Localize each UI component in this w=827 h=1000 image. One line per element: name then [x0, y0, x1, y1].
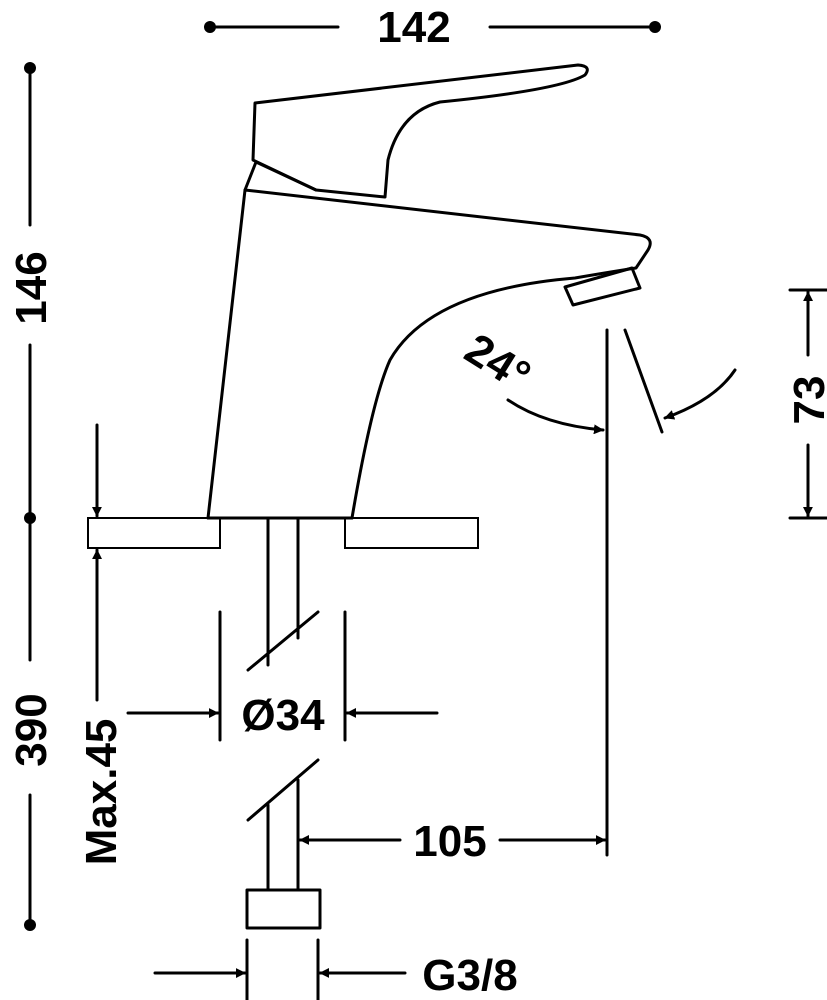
width-label: 142 — [377, 3, 450, 52]
diameter-label: Ø34 — [241, 691, 325, 740]
dimension-width: 142 — [204, 3, 661, 52]
angle-label: 24° — [456, 324, 538, 401]
dimension-counter-thickness: Max.45 — [77, 423, 126, 866]
dimension-thread: G3/8 — [153, 938, 518, 1000]
faucet-handle — [243, 63, 589, 199]
max-thickness-label: Max.45 — [77, 719, 126, 866]
hose-length-label: 390 — [7, 693, 56, 766]
clearance-label: 73 — [785, 376, 827, 425]
faucet-body — [206, 188, 652, 520]
supply-hose — [245, 516, 322, 930]
thread-label: G3/8 — [422, 951, 517, 1000]
countertop — [87, 517, 479, 549]
hose-nut — [245, 888, 322, 930]
dimension-reach: 105 — [298, 328, 609, 866]
dimension-spout-angle: 24° — [456, 324, 737, 432]
height-label: 146 — [7, 251, 56, 324]
dimension-spout-clearance: 73 — [785, 288, 827, 520]
reach-label: 105 — [413, 817, 486, 866]
dimension-height: 146 390 — [7, 62, 56, 931]
dimension-hole-diameter: Ø34 — [126, 610, 439, 742]
aerator — [563, 266, 642, 307]
